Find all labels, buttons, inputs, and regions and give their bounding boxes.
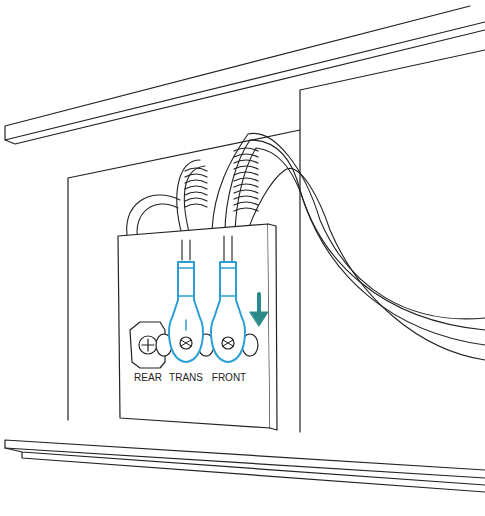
spring-coil <box>234 160 258 163</box>
spring-coil <box>185 198 207 201</box>
spring-coil <box>234 190 258 193</box>
spring-coil <box>185 180 207 183</box>
spring-coil <box>185 186 207 189</box>
spring-coil <box>234 166 258 169</box>
spring-coil <box>234 148 258 151</box>
spring-coil <box>234 196 258 199</box>
terminal-label: TRANS <box>169 373 203 383</box>
spring-coil <box>185 192 207 195</box>
spring-coil <box>185 168 207 171</box>
terminal-label: FRONT <box>212 373 246 383</box>
spring-coil <box>234 172 258 175</box>
spring-coil <box>185 174 207 177</box>
spring-coil <box>185 204 207 207</box>
spring-coil <box>234 184 258 187</box>
spring-coil <box>234 202 258 205</box>
terminal-label: REAR <box>134 373 162 383</box>
spring-coil <box>234 208 258 211</box>
spring-coil <box>234 154 258 157</box>
spring-coil <box>234 178 258 181</box>
